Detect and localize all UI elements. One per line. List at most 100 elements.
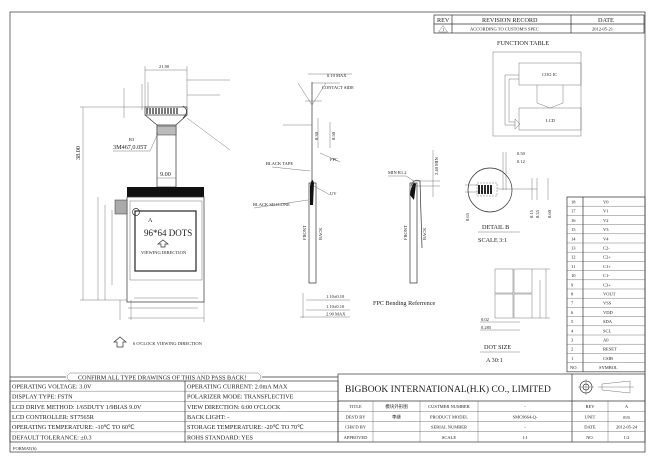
pin-symbol: C2- <box>603 246 610 251</box>
title-block-cell: mm <box>623 414 631 419</box>
title-block-cell: 李继 <box>392 413 401 419</box>
spec-right: POLARIZER MODE: TRANSFLECTIVE <box>187 394 294 401</box>
revision-record-text: ACCORDING TO CUSTOM'S SPEC <box>470 27 539 32</box>
pin-symbol: C3+ <box>603 282 611 287</box>
title-block: BIGBOOK INTERNATIONAL(H.K) CO., LIMITED … <box>337 373 646 443</box>
uv-label: UV <box>330 191 337 196</box>
pin-number: 6 <box>571 310 574 315</box>
black-tape-bar <box>127 187 204 197</box>
pin-number: 18 <box>571 200 576 205</box>
pin-row: 4 SCL <box>571 328 612 333</box>
pin-symbol: V3 <box>603 227 609 232</box>
title-block-cell: DATE <box>584 425 596 430</box>
black-silicone-label: BLACK SILICONE <box>253 202 290 207</box>
title-block-cell: CHK'D BY <box>345 425 367 430</box>
pin-number: 1 <box>571 356 573 361</box>
spec-left: DEFAULT TOLERANCE: ±0.3 <box>12 434 92 441</box>
pin-symbol: C1+ <box>603 264 611 269</box>
viewing-direction-label: VIEWING DIRECTION <box>141 250 187 255</box>
pin-row: 16 V2 <box>571 218 609 223</box>
spec-left: LCD CONTROLLER: ST7565R <box>12 414 95 421</box>
pin-symbol-header: SYMBOL <box>599 365 618 370</box>
revision-table: REV REVISION RECORD DATE 1 ACCORDING TO … <box>433 14 645 34</box>
d050-dimension: 0.50 <box>331 131 336 140</box>
function-table-title: FUNCTION TABLE <box>497 40 549 47</box>
pin-symbol: V1 <box>603 209 609 214</box>
dot-size-title: DOT SIZE <box>484 344 511 351</box>
spec-right: STORAGE TEMPERATURE: -20℃ TO 70℃ <box>187 424 304 431</box>
revision-record-header: REVISION RECORD <box>482 17 538 24</box>
spec-right: VIEW DIRECTION: 6:00 O'CLOCK <box>187 404 281 411</box>
clock-arrow-icon <box>113 336 127 348</box>
title-block-cell: REV <box>586 404 596 409</box>
viewing-arrow-icon <box>157 239 169 248</box>
side-view: 0.10 MAX CONTACT SIDE 0.30 0.50 FPC BLAC… <box>253 73 354 318</box>
company-name: BIGBOOK INTERNATIONAL(H.K) CO., LIMITED <box>345 384 551 395</box>
stiffener-hatch <box>156 125 177 136</box>
spec-left: DISPLAY TYPE: FSTN <box>12 394 73 401</box>
revision-number: 1 <box>442 27 444 32</box>
front-label: FRONT <box>302 225 307 240</box>
detail-012: 0.12 <box>517 159 525 164</box>
dots-label: 96*64 DOTS <box>144 228 192 238</box>
pin-number: 16 <box>571 218 576 223</box>
tape-note: 3M467,0.05T <box>113 144 147 151</box>
pin-symbol: SCL <box>603 328 612 333</box>
min-240-dimension: 2.40 MIN <box>434 157 439 175</box>
contact-side-label: CONTACT SIDE <box>322 85 354 90</box>
title-block-cell: SERIAL NUMBER <box>431 425 467 430</box>
detail-035: 0.35 <box>535 209 540 218</box>
pin-symbol: V0 <box>603 200 609 205</box>
min-r-label: MIN R1.2 <box>388 170 407 175</box>
pin-number: 13 <box>571 246 576 251</box>
pin-number: 3 <box>571 338 574 343</box>
pin-number: 10 <box>571 273 576 278</box>
pin-symbol: A0 <box>603 338 609 343</box>
detail-b: 0.50 0.12 0.65 0.15 0.35 0.60 DETAIL B S… <box>465 151 552 244</box>
title-block-cell: 模块外形图 <box>385 403 408 410</box>
title-block-cell: DES'D BY <box>346 414 367 419</box>
title-block-cell: 1:1 <box>522 435 528 440</box>
pin-number: 14 <box>571 236 576 241</box>
detail-065: 0.65 <box>465 212 470 221</box>
pin-symbol: V2 <box>603 218 609 223</box>
pin-symbol: C1- <box>603 273 610 278</box>
bending-back-label: BACK <box>422 227 427 240</box>
confirm-banner: CONFIRM ALL TYPE DRAWINGS OF THIS AND PA… <box>78 375 246 382</box>
dim-2: 1.10±0.10 <box>326 304 345 309</box>
max-010-dimension: 0.10 MAX <box>327 73 347 78</box>
viewing-area <box>134 210 197 272</box>
title-block-cell: CUSTMER NUMBER <box>428 404 470 409</box>
detail-050: 0.50 <box>517 151 526 156</box>
dot-002: 0.02 <box>481 317 489 322</box>
fpc-label: FPC <box>330 157 338 162</box>
pin-number: 12 <box>571 255 576 260</box>
dim-3: 2.90 MAX <box>326 312 346 317</box>
projection-symbol-icon <box>578 379 634 395</box>
title-block-cell: TITLE <box>349 404 362 409</box>
function-table: FUNCTION TABLE COG IC LCD <box>492 40 582 137</box>
title-block-cell: A <box>625 404 629 409</box>
pin-symbol: C2+ <box>603 255 611 260</box>
pin-number: 5 <box>571 319 574 324</box>
revision-triangle-icon <box>438 25 448 33</box>
pin-row: 3 A0 <box>571 338 609 343</box>
spec-right: ROHS STANDARD: YES <box>187 434 254 441</box>
pin-number: 8 <box>571 292 574 297</box>
r3-note: R3 <box>129 137 135 142</box>
height-dimension: 38.00 <box>75 146 82 160</box>
title-block-cell: SMC9664-Q- <box>513 414 538 419</box>
fpc-width-dimension: 9.00 <box>160 171 171 178</box>
title-block-cell: SCALE <box>442 435 457 440</box>
rev-header: REV <box>437 17 450 24</box>
lcd-label: LCD <box>546 118 556 123</box>
pin-number: 4 <box>571 328 574 333</box>
detail-015: 0.15 <box>529 209 534 218</box>
